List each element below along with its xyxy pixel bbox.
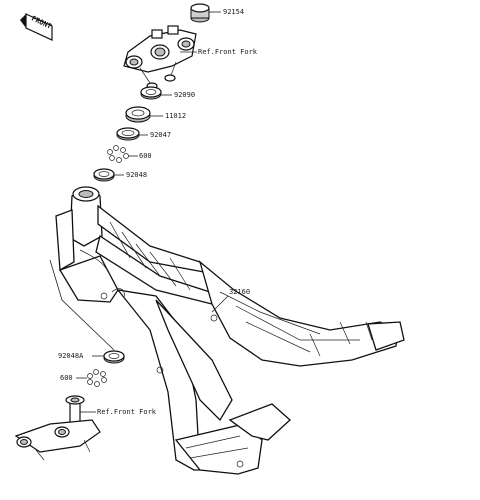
callout-32160: 32160 <box>229 288 251 296</box>
callout-92090: 92090 <box>174 91 196 99</box>
lower-triple-clamp-stem <box>14 395 101 461</box>
leader-32160 <box>211 295 229 313</box>
callout-ref-front-fork-bottom: Ref.Front Fork <box>97 408 157 416</box>
leader-92048A-line <box>49 259 115 351</box>
front-arrow-badge: FRONT <box>20 13 53 41</box>
callout-92154: 92154 <box>223 8 245 16</box>
part-11012-nut <box>125 106 151 123</box>
callout-92048: 92048 <box>126 171 148 179</box>
callout-92047: 92047 <box>150 131 172 139</box>
part-92154-cap <box>190 3 210 23</box>
part-92090-washer <box>140 86 162 100</box>
callout-ref-front-fork-top: Ref.Front Fork <box>198 48 258 56</box>
upper-triple-clamp <box>123 25 197 90</box>
main-frame-32160 <box>55 186 405 475</box>
callout-11012: 11012 <box>165 112 187 120</box>
callout-600-top: 600 <box>139 152 152 160</box>
part-92048-race <box>93 168 115 182</box>
callout-600-bottom: 600 <box>60 374 73 382</box>
callout-92048A: 92048A <box>58 352 84 360</box>
part-600-balls-bottom <box>87 369 107 387</box>
part-92048A-race <box>103 350 125 364</box>
part-600-balls-top <box>107 145 129 163</box>
part-92047-bearing-seal <box>116 127 140 141</box>
